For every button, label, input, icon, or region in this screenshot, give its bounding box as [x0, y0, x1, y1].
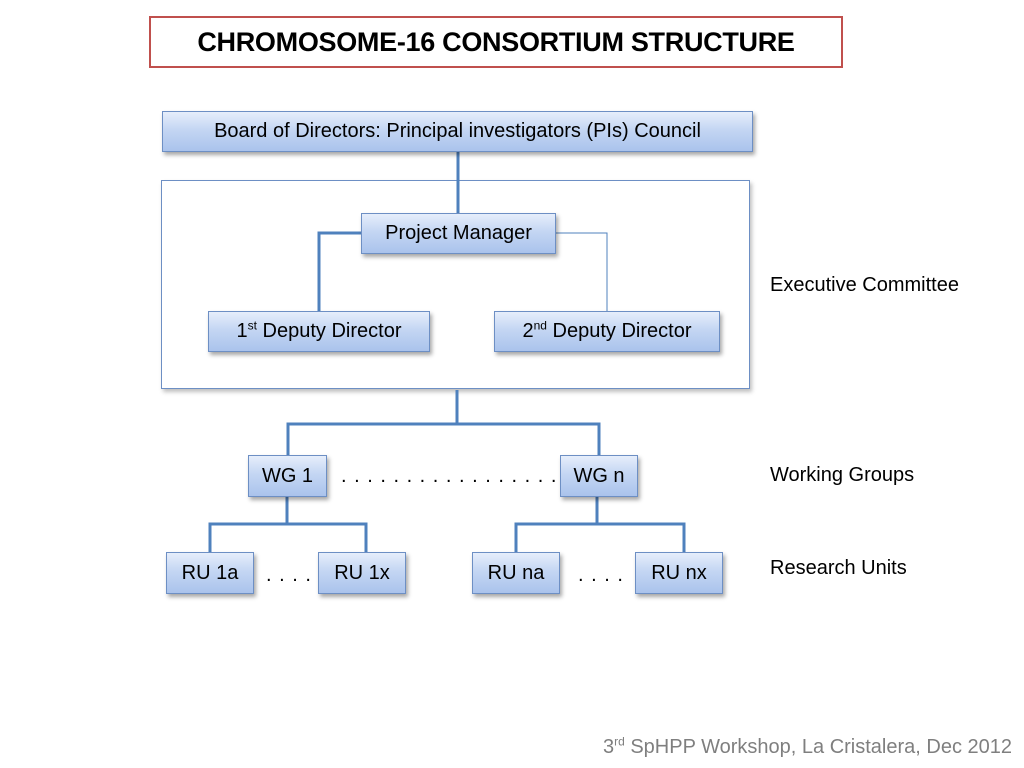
- ru-right-separator: . . . .: [578, 564, 624, 586]
- project-manager-label: Project Manager: [385, 222, 532, 244]
- board-label: Board of Directors: Principal investigat…: [214, 120, 701, 142]
- board-of-directors-box: Board of Directors: Principal investigat…: [162, 111, 753, 152]
- ru-1x-box: RU 1x: [318, 552, 406, 594]
- ru-na-box: RU na: [472, 552, 560, 594]
- ru-1a-box: RU 1a: [166, 552, 254, 594]
- wg-n-label: WG n: [573, 464, 625, 487]
- ru-nx-label: RU nx: [651, 561, 707, 584]
- second-deputy-director-box: 2nd Deputy Director: [494, 311, 720, 352]
- ru-nx-box: RU nx: [635, 552, 723, 594]
- ru-left-separator: . . . .: [266, 564, 312, 586]
- ru-1a-label: RU 1a: [181, 561, 239, 584]
- ru-na-label: RU na: [487, 561, 545, 584]
- wg-1-label: WG 1: [261, 464, 314, 487]
- first-deputy-director-box: 1st Deputy Director: [208, 311, 430, 352]
- footer-caption: 3rd SpHPP Workshop, La Cristalera, Dec 2…: [602, 734, 1012, 758]
- wg-separator: . . . . . . . . . . . . . . . . .: [341, 465, 558, 487]
- executive-committee-label: Executive Committee: [770, 274, 959, 296]
- first-deputy-label: 1st Deputy Director: [236, 318, 402, 342]
- project-manager-box: Project Manager: [361, 213, 556, 254]
- wg-n-box: WG n: [560, 455, 638, 497]
- research-units-label: Research Units: [770, 557, 907, 579]
- wg-1-box: WG 1: [248, 455, 327, 497]
- second-deputy-label: 2nd Deputy Director: [522, 318, 692, 342]
- working-groups-label: Working Groups: [770, 464, 915, 486]
- page-title: CHROMOSOME-16 CONSORTIUM STRUCTURE: [149, 16, 843, 68]
- ru-1x-label: RU 1x: [334, 561, 390, 584]
